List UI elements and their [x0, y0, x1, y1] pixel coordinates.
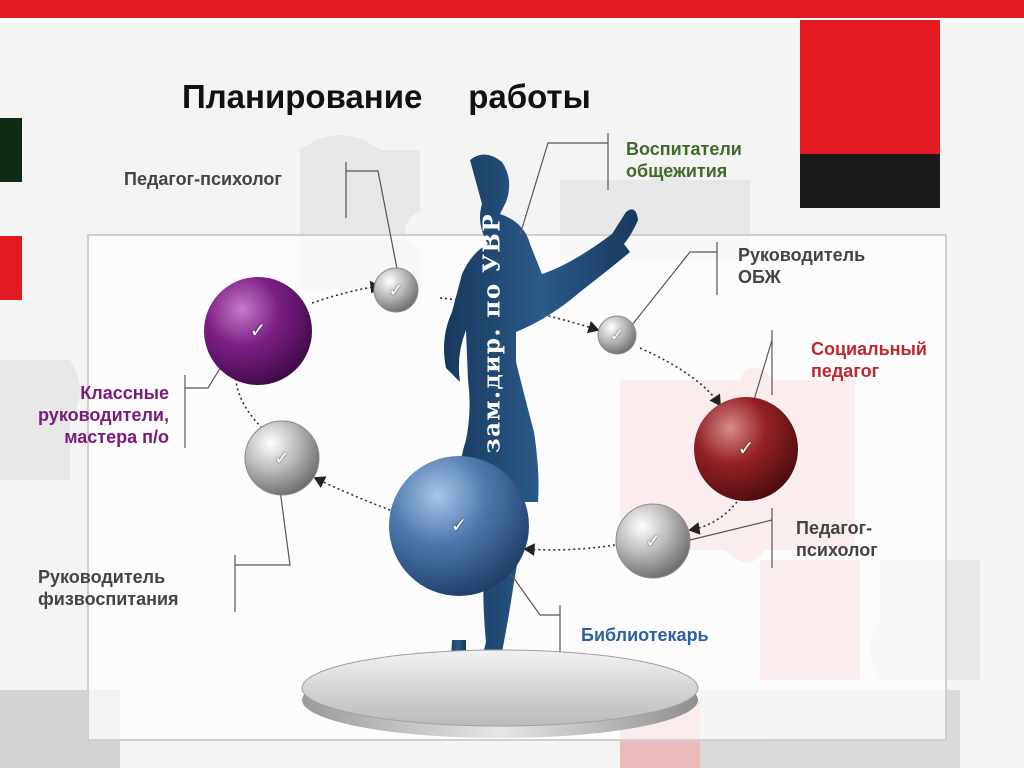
- check-icon: ✓: [374, 268, 418, 312]
- ball-grey-obzh: [597, 315, 637, 355]
- label-librarian: Библиотекарь: [581, 625, 709, 645]
- figure-caption-text: зам.дир. по УВР: [478, 212, 506, 453]
- check-icon: ✓: [694, 397, 798, 501]
- ball-grey-psychologist-right: [615, 503, 691, 579]
- check-mark: ✓: [450, 515, 468, 537]
- check-icon: ✓: [598, 316, 636, 354]
- check-icon: ✓: [616, 504, 690, 578]
- figure-caption: зам.дир. по УВР: [462, 205, 522, 460]
- check-mark: ✓: [274, 448, 290, 468]
- label-obzh-head: Руководитель ОБЖ: [738, 245, 866, 287]
- page-title: Планирование работы: [182, 78, 591, 115]
- label-psychologist-right: Педагог- психолог: [796, 518, 878, 560]
- check-icon: ✓: [245, 421, 319, 495]
- ball-blue-librarian: [389, 456, 529, 596]
- ball-grey-psychologist-top: [373, 267, 419, 313]
- label-dorm-educators: Воспитатели общежития: [626, 139, 742, 181]
- ball-red-social-pedagogue: [694, 397, 798, 501]
- check-mark: ✓: [645, 531, 661, 551]
- check-icon: ✓: [389, 456, 529, 596]
- label-social-pedagogue: Социальный педагог: [811, 339, 927, 381]
- ball-grey-pe: [244, 420, 320, 496]
- check-mark: ✓: [249, 320, 267, 342]
- label-psychologist-top: Педагог-психолог: [124, 169, 282, 189]
- check-mark: ✓: [737, 438, 755, 460]
- check-mark: ✓: [388, 280, 404, 300]
- ball-purple-class-teachers: [204, 277, 312, 385]
- label-class-teachers: Классные руководители, мастера п/о: [38, 383, 169, 447]
- check-mark: ✓: [609, 325, 625, 345]
- label-pe-head: Руководитель физвоспитания: [38, 567, 179, 609]
- check-icon: ✓: [204, 277, 312, 385]
